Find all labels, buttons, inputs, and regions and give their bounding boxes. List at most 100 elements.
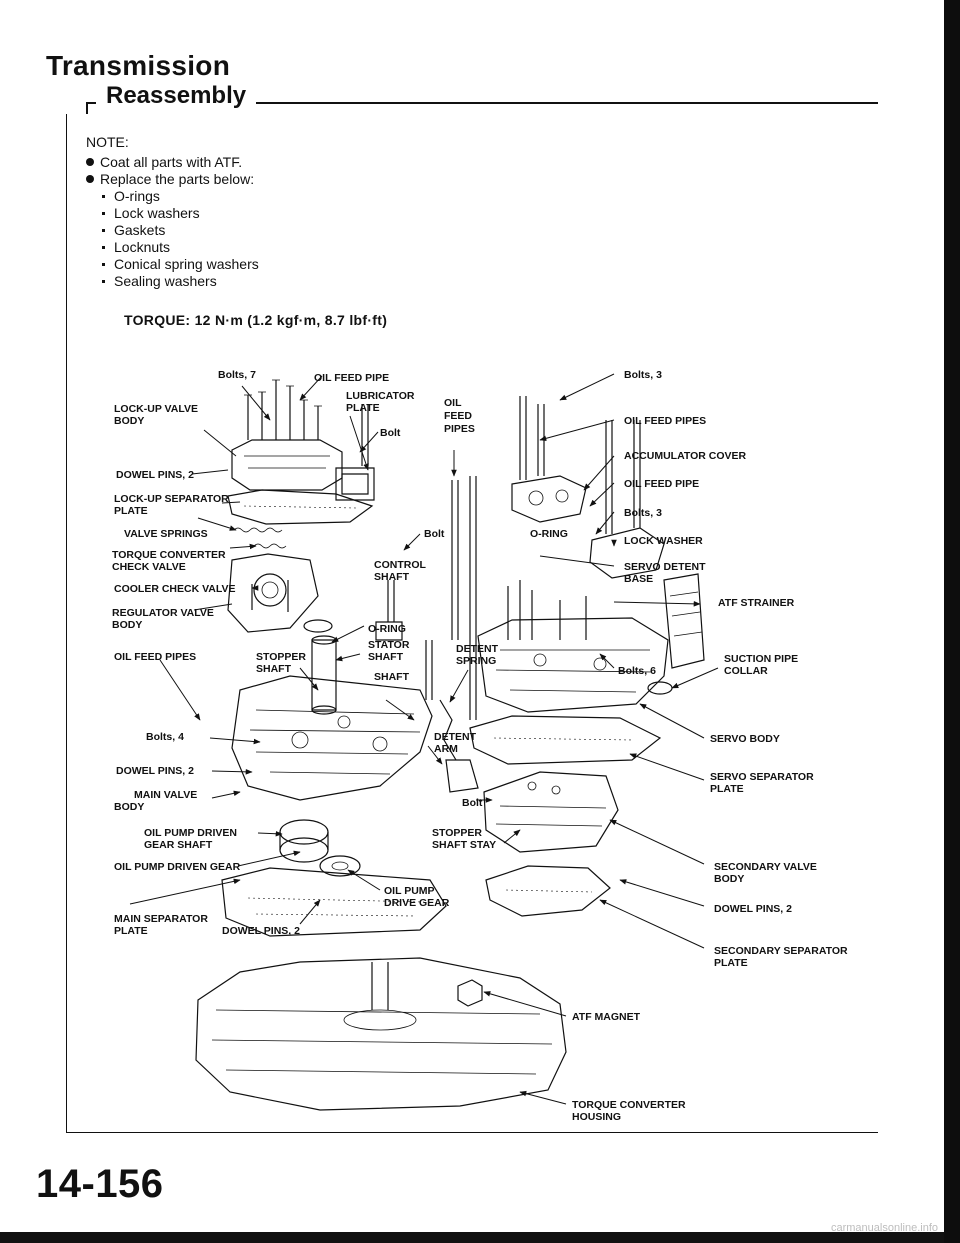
note-title: NOTE: [86, 134, 129, 150]
lockup-valve-body-drawing [231, 379, 343, 491]
label-bolt-mid: Bolt [424, 528, 445, 540]
main-separator-plate-drawing [221, 867, 447, 937]
label-torque-converter-housing: TORQUE CONVERTER [572, 1099, 686, 1111]
label-secondary-separator-plate: PLATE [714, 957, 748, 969]
label-dowel-pins-top: DOWEL PINS, 2 [116, 469, 194, 481]
label-lock-washer: LOCK WASHER [624, 535, 703, 547]
label-stator-shaft: SHAFT [368, 651, 404, 663]
label-lockup-valve-body: LOCK-UP VALVE [114, 403, 198, 415]
label-dowel-pins-mid: DOWEL PINS, 2 [116, 765, 194, 777]
leader-lines [129, 373, 719, 1105]
label-dowel-pins-right: DOWEL PINS, 2 [714, 903, 792, 915]
atf-magnet-drawing [457, 979, 483, 1007]
label-main-valve-body: MAIN VALVE [134, 789, 197, 801]
label-bolts-3-top: Bolts, 3 [624, 369, 662, 381]
secondary-separator-plate-drawing [485, 865, 611, 917]
replace-part-item: O-rings [100, 188, 259, 205]
label-lockup-separator-plate: PLATE [114, 505, 148, 517]
footer-rule [0, 1232, 944, 1243]
label-stopper-shaft-stay: STOPPER [432, 827, 482, 839]
label-servo-detent-base: BASE [624, 573, 653, 585]
label-stator-shaft: STATOR [368, 639, 410, 651]
oil-feed-pipes-center-drawing [451, 476, 477, 720]
replace-part-item: Sealing washers [100, 273, 259, 290]
label-bolts-6: Bolts, 6 [618, 665, 656, 677]
detent-spring-drawing [425, 640, 479, 793]
label-control-shaft: SHAFT [374, 571, 410, 583]
label-oil-pump-drive-gear: OIL PUMP [384, 885, 435, 897]
frame-bottom-rule [66, 1132, 878, 1133]
main-valve-body-drawing [231, 675, 433, 801]
label-oil-feed-pipes-right: OIL FEED PIPES [624, 415, 706, 427]
label-lockup-separator-plate: LOCK-UP SEPARATOR [114, 493, 229, 505]
label-bolt-top: Bolt [380, 427, 401, 439]
label-dowel-pins-bottom: DOWEL PINS, 2 [222, 925, 300, 937]
label-main-separator-plate: PLATE [114, 925, 148, 937]
label-detent-arm: DETENT [434, 731, 477, 743]
label-stopper-shaft: SHAFT [256, 663, 292, 675]
label-secondary-separator-plate: SECONDARY SEPARATOR [714, 945, 848, 957]
label-suction-pipe-collar: SUCTION PIPE [724, 653, 798, 665]
stator-shaft-drawing [303, 619, 337, 715]
page-number: 14-156 [36, 1162, 164, 1206]
label-torque-converter-check-valve: CHECK VALVE [112, 561, 186, 573]
label-secondary-valve-body: BODY [714, 873, 744, 885]
label-servo-body: SERVO BODY [710, 733, 780, 745]
label-atf-strainer: ATF STRAINER [718, 597, 795, 609]
label-shaft: SHAFT [374, 671, 410, 683]
label-accumulator-cover: ACCUMULATOR COVER [624, 450, 747, 462]
label-oil-pump-driven-gear-shaft: GEAR SHAFT [144, 839, 213, 851]
label-servo-detent-base: SERVO DETENT [624, 561, 706, 573]
label-control-shaft: CONTROL [374, 559, 426, 571]
label-torque-converter-housing: HOUSING [572, 1111, 621, 1123]
note-list: Coat all parts with ATF. Replace the par… [86, 154, 259, 188]
label-o-ring-lower: O-RING [368, 623, 406, 635]
label-servo-separator-plate: PLATE [710, 783, 744, 795]
oil-pump-gears-drawing [279, 819, 361, 877]
label-detent-arm: ARM [434, 743, 458, 755]
label-main-valve-body: BODY [114, 801, 144, 813]
replace-part-item: Gaskets [100, 222, 259, 239]
label-oil-pump-driven-gear-shaft: OIL PUMP DRIVEN [144, 827, 237, 839]
label-oil-pump-driven-gear: OIL PUMP DRIVEN GEAR [114, 861, 241, 873]
label-oil-feed-pipe-right: OIL FEED PIPE [624, 478, 699, 490]
label-o-ring-upper: O-RING [530, 528, 568, 540]
label-oil-feed-pipes-center: OIL [444, 397, 462, 409]
label-lockup-valve-body: BODY [114, 415, 144, 427]
label-lubricator-plate: PLATE [346, 402, 380, 414]
page-edge-bar [944, 0, 960, 1243]
label-main-separator-plate: MAIN SEPARATOR [114, 913, 208, 925]
exploded-view-diagram: Bolts, 7 OIL FEED PIPE LUBRICATOR PLATE … [112, 369, 848, 1123]
note-item: Coat all parts with ATF. [86, 154, 259, 171]
torque-spec: TORQUE: 12 N·m (1.2 kgf·m, 8.7 lbf·ft) [124, 312, 388, 328]
secondary-valve-body-drawing [483, 771, 619, 853]
replace-part-item: Locknuts [100, 239, 259, 256]
servo-body-drawing [477, 580, 669, 713]
label-regulator-valve-body: BODY [112, 619, 142, 631]
section-title: Reassembly [96, 82, 257, 110]
replace-part-item: Lock washers [100, 205, 259, 222]
frame-left-rule [66, 114, 67, 1132]
label-bolts-4: Bolts, 4 [146, 731, 184, 743]
torque-converter-housing-drawing [195, 957, 567, 1111]
label-oil-feed-pipes-left: OIL FEED PIPES [114, 651, 196, 663]
valve-springs-drawing [233, 527, 287, 549]
label-atf-magnet: ATF MAGNET [572, 1011, 641, 1023]
label-oil-feed-pipe: OIL FEED PIPE [314, 372, 389, 384]
servo-separator-plate-drawing [469, 715, 662, 765]
label-regulator-valve-body: REGULATOR VALVE [112, 607, 214, 619]
label-oil-pump-drive-gear: DRIVE GEAR [384, 897, 450, 909]
label-bolts-7: Bolts, 7 [218, 369, 256, 381]
callout-labels: Bolts, 7 OIL FEED PIPE LUBRICATOR PLATE … [112, 369, 848, 1123]
label-stopper-shaft: STOPPER [256, 651, 306, 663]
section-rule [86, 102, 878, 104]
replace-part-item: Conical spring washers [100, 256, 259, 273]
page-title: Transmission [46, 50, 231, 81]
label-valve-springs: VALVE SPRINGS [124, 528, 208, 540]
servo-detent-base-drawing [589, 420, 665, 579]
accumulator-cover-drawing [511, 396, 587, 523]
label-secondary-valve-body: SECONDARY VALVE [714, 861, 817, 873]
watermark: carmanualsonline.info [830, 1222, 938, 1234]
label-detent-spring: DETENT [456, 643, 499, 655]
label-bolts-3-mid: Bolts, 3 [624, 507, 662, 519]
